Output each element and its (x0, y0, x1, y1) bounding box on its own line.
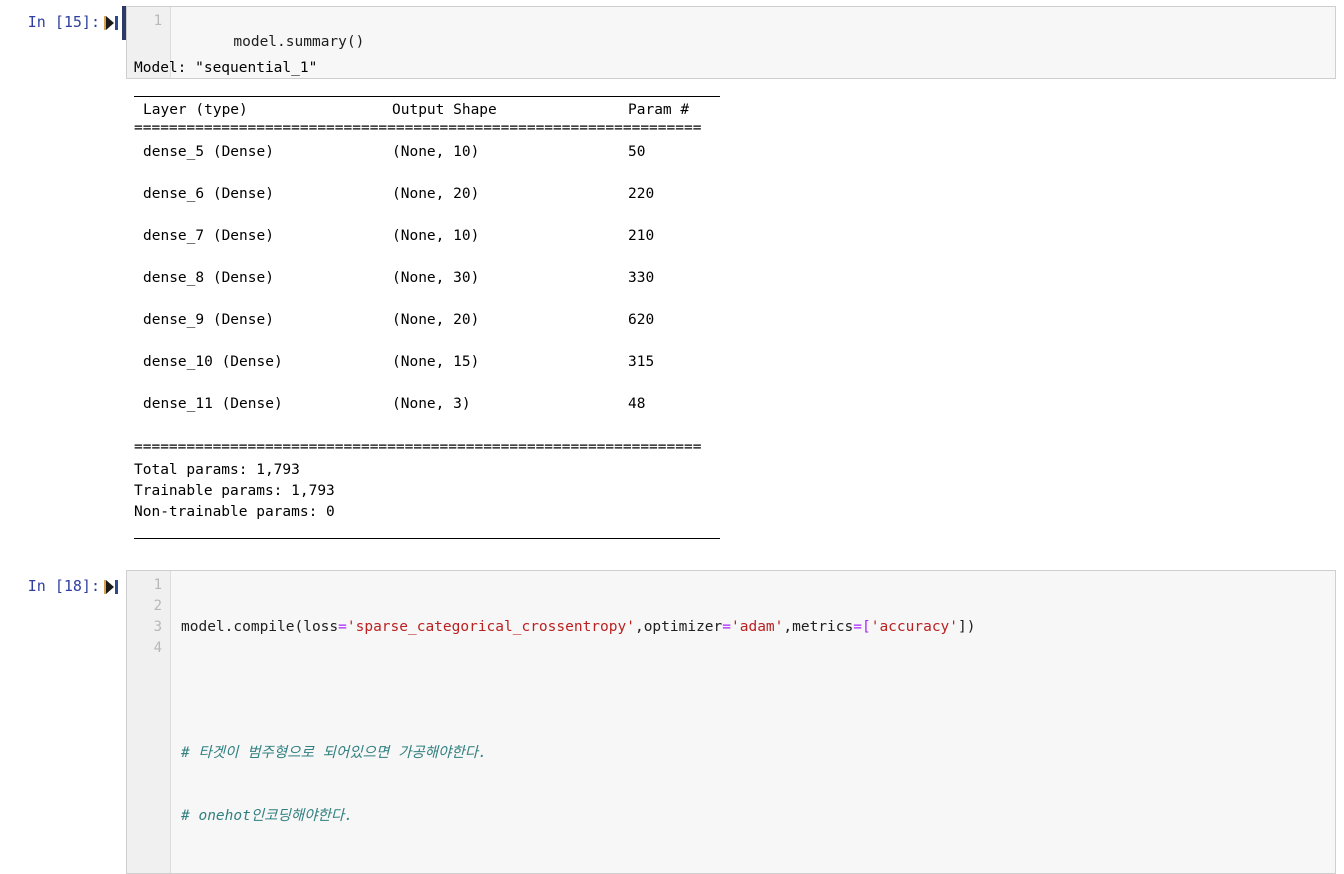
table-row: dense_10 (Dense) (None, 15) 315 (134, 352, 734, 373)
run-cell-icon[interactable] (100, 6, 122, 31)
line-number: 2 (153, 598, 162, 614)
code-token: = (338, 619, 347, 635)
cell-param-count: 315 (628, 354, 655, 370)
cell-output-shape: (None, 30) (392, 270, 480, 286)
non-trainable-params-line: Non-trainable params: 0 (134, 504, 335, 520)
code-content-in-15[interactable]: model.summary() (171, 7, 1335, 78)
table-row: dense_6 (Dense) (None, 20) 220 (134, 184, 734, 205)
cell-output-in-15: Model: "sequential_1" Layer (type) Outpu… (134, 58, 734, 539)
line-number-gutter: 1 2 3 4 (127, 571, 171, 873)
table-footer-separator: ========================================… (134, 443, 702, 451)
cell-selected-indicator (122, 6, 126, 40)
cell-output-shape: (None, 15) (392, 354, 480, 370)
code-token: 'accuracy' (870, 619, 959, 635)
code-token: # onehot인코딩해야한다. (181, 808, 353, 824)
code-line: # onehot인코딩해야한다. (181, 806, 1329, 827)
cell-output-shape: (None, 20) (392, 312, 480, 328)
trainable-params-line: Trainable params: 1,793 (134, 483, 335, 499)
cell-param-count: 210 (628, 228, 655, 244)
code-token: 'sparse_categorical_crossentropy' (346, 619, 635, 635)
model-name-line: Model: "sequential_1" (134, 60, 318, 76)
notebook-cell-in-18[interactable]: In [18]: 1 2 3 4 model.compile(loss='spa… (0, 570, 1336, 874)
code-token: 'adam' (731, 619, 784, 635)
code-content-in-18[interactable]: model.compile(loss='sparse_categorical_c… (171, 571, 1335, 873)
cell-output-shape: (None, 3) (392, 396, 471, 412)
cell-param-count: 330 (628, 270, 655, 286)
cell-prompt-in-18: In [18]: (27, 577, 100, 595)
table-row: dense_7 (Dense) (None, 10) 210 (134, 226, 734, 247)
notebook-cell-in-15[interactable]: In [15]: 1 model.summary() (0, 6, 1336, 79)
line-number: 4 (153, 640, 162, 656)
code-editor-in-18[interactable]: 1 2 3 4 model.compile(loss='sparse_categ… (126, 570, 1336, 874)
cell-layer-name: dense_5 (Dense) (143, 144, 274, 160)
header-param-count: Param # (628, 102, 690, 118)
code-token: = (853, 619, 862, 635)
cell-layer-name: dense_8 (Dense) (143, 270, 274, 286)
cell-layer-name: dense_6 (Dense) (143, 186, 274, 202)
code-line: model.compile(loss='sparse_categorical_c… (181, 617, 1329, 638)
table-row: dense_5 (Dense) (None, 10) 50 (134, 142, 734, 163)
cell-output-shape: (None, 10) (392, 228, 480, 244)
cell-layer-name: dense_11 (Dense) (143, 396, 283, 412)
code-line: # 타겟이 범주형으로 되어있으면 가공해야한다. (181, 743, 1329, 764)
code-token: ,metrics (783, 619, 854, 635)
code-token: ]) (958, 619, 976, 635)
table-top-rule (134, 96, 720, 97)
line-number: 1 (153, 13, 162, 29)
code-token: ,optimizer (634, 619, 723, 635)
run-cell-icon[interactable] (100, 570, 122, 595)
table-row: dense_9 (Dense) (None, 20) 620 (134, 310, 734, 331)
line-number: 3 (153, 619, 162, 635)
code-line: model.summary() (233, 34, 365, 50)
total-params-line: Total params: 1,793 (134, 462, 300, 478)
cell-layer-name: dense_7 (Dense) (143, 228, 274, 244)
table-header-separator: ========================================… (134, 124, 702, 132)
summary-table-header: Layer (type) Output Shape Param # (134, 100, 734, 121)
table-bottom-rule (134, 538, 720, 539)
code-token: [ (861, 619, 871, 635)
cell-layer-name: dense_10 (Dense) (143, 354, 283, 370)
cell-param-count: 50 (628, 144, 646, 160)
cell-output-shape: (None, 20) (392, 186, 480, 202)
cell-output-shape: (None, 10) (392, 144, 480, 160)
code-token: = (722, 619, 732, 635)
line-number: 1 (153, 577, 162, 593)
cell-layer-name: dense_9 (Dense) (143, 312, 274, 328)
code-token: model.compile(loss (181, 619, 339, 635)
code-editor-in-15[interactable]: 1 model.summary() (126, 6, 1336, 79)
cell-param-count: 220 (628, 186, 655, 202)
cell-param-count: 620 (628, 312, 655, 328)
header-layer: Layer (type) (143, 102, 248, 118)
cell-prompt-in-15: In [15]: (27, 13, 100, 31)
table-row: dense_8 (Dense) (None, 30) 330 (134, 268, 734, 289)
table-row: dense_11 (Dense) (None, 3) 48 (134, 394, 734, 415)
code-line: ​ (181, 680, 1329, 701)
code-token: # 타겟이 범주형으로 되어있으면 가공해야한다. (181, 745, 487, 761)
header-output-shape: Output Shape (392, 102, 497, 118)
cell-param-count: 48 (628, 396, 646, 412)
line-number-gutter: 1 (127, 7, 171, 78)
